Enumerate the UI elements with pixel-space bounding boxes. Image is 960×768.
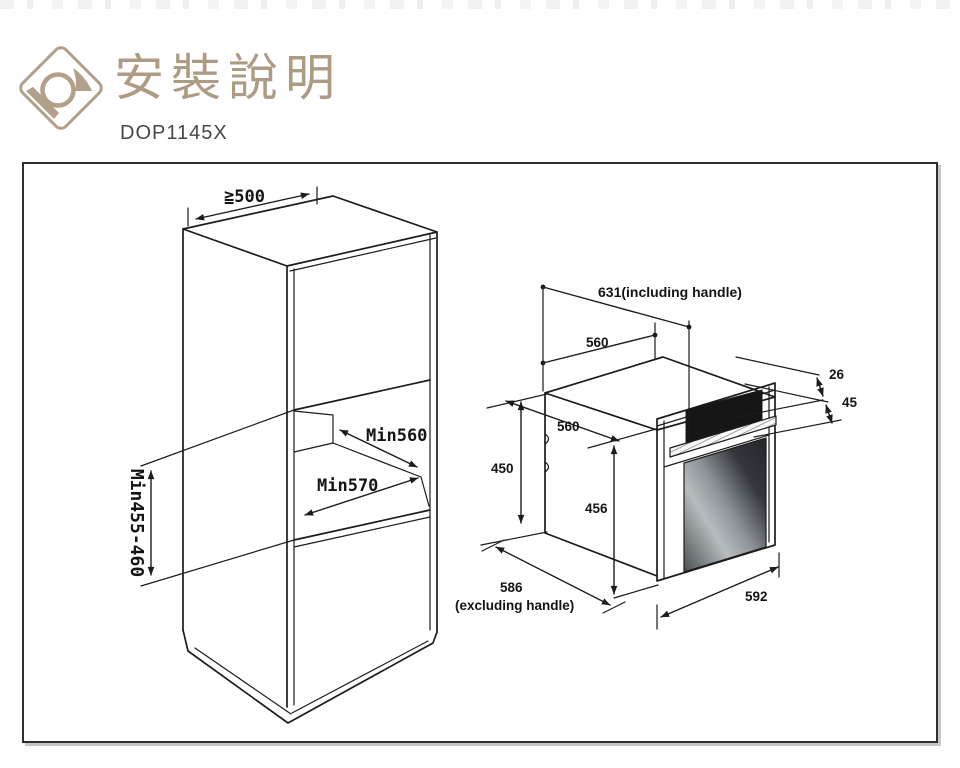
logo-diamond xyxy=(19,46,103,130)
cabinet-niche-depth-label: Min560 xyxy=(366,426,427,446)
oven-dim-depth-incl-handle: 631(including handle) xyxy=(540,284,742,442)
oven-handle-depth-label: 26 xyxy=(829,367,845,382)
oven-panel-depth-label: 45 xyxy=(842,395,858,410)
cabinet-top-depth-label: ≧500 xyxy=(224,187,265,207)
cabinet-drawing: ≧500 Min455-460 Min560 Min570 xyxy=(126,186,438,724)
oven-dim-body-width: 560 xyxy=(540,322,658,366)
cabinet-dim-niche-depth: Min560 xyxy=(339,426,427,468)
logo-edge-accent xyxy=(26,87,59,119)
oven-front-height-label: 456 xyxy=(585,501,608,516)
oven-dim-panel-depth: 45 xyxy=(736,395,858,438)
oven-dim-handle-depth: 26 xyxy=(735,356,845,403)
oven-handle xyxy=(669,415,777,458)
page-header: 安裝說明 DOP1145X xyxy=(0,0,960,160)
cabinet-dim-niche-height: Min455-460 xyxy=(126,409,295,587)
cropped-text-remnant xyxy=(0,0,960,9)
installation-diagram-panel xyxy=(22,162,938,743)
oven-depth-excl-handle-note: (excluding handle) xyxy=(455,598,574,613)
brand-logo-icon xyxy=(19,46,103,130)
logo-wedge xyxy=(73,68,92,91)
logo-ring xyxy=(40,72,76,108)
oven-depth-incl-handle-label: 631(including handle) xyxy=(598,284,742,300)
oven-dim-front-height: 456 xyxy=(585,428,659,599)
cabinet-dim-niche-width: Min570 xyxy=(304,476,419,516)
oven-body-height-label: 450 xyxy=(491,461,514,476)
oven-front-width-label: 592 xyxy=(745,589,768,604)
oven-depth-excl-handle-label: 586 xyxy=(500,580,523,595)
page-title: 安裝說明 xyxy=(114,50,342,106)
oven-dim-body-depth: 560 xyxy=(505,400,620,442)
oven-dim-front-width: 592 xyxy=(656,552,780,630)
oven-body-depth-label: 560 xyxy=(557,419,580,434)
cabinet-niche-width-label: Min570 xyxy=(317,476,378,496)
oven-door-glass xyxy=(683,437,767,573)
cabinet-outline xyxy=(182,195,438,724)
oven-outline xyxy=(544,356,777,582)
oven-body-width-label: 560 xyxy=(586,335,609,350)
oven-dim-depth-excl-handle: 586 (excluding handle) xyxy=(455,539,626,614)
cabinet-niche-height-label: Min455-460 xyxy=(126,469,147,577)
oven-drawing: 631(including handle) 560 560 450 456 xyxy=(455,284,858,630)
oven-dim-body-height: 450 xyxy=(480,393,548,546)
cabinet-dim-top-depth: ≧500 xyxy=(187,186,318,227)
model-number: DOP1145X xyxy=(120,122,228,144)
